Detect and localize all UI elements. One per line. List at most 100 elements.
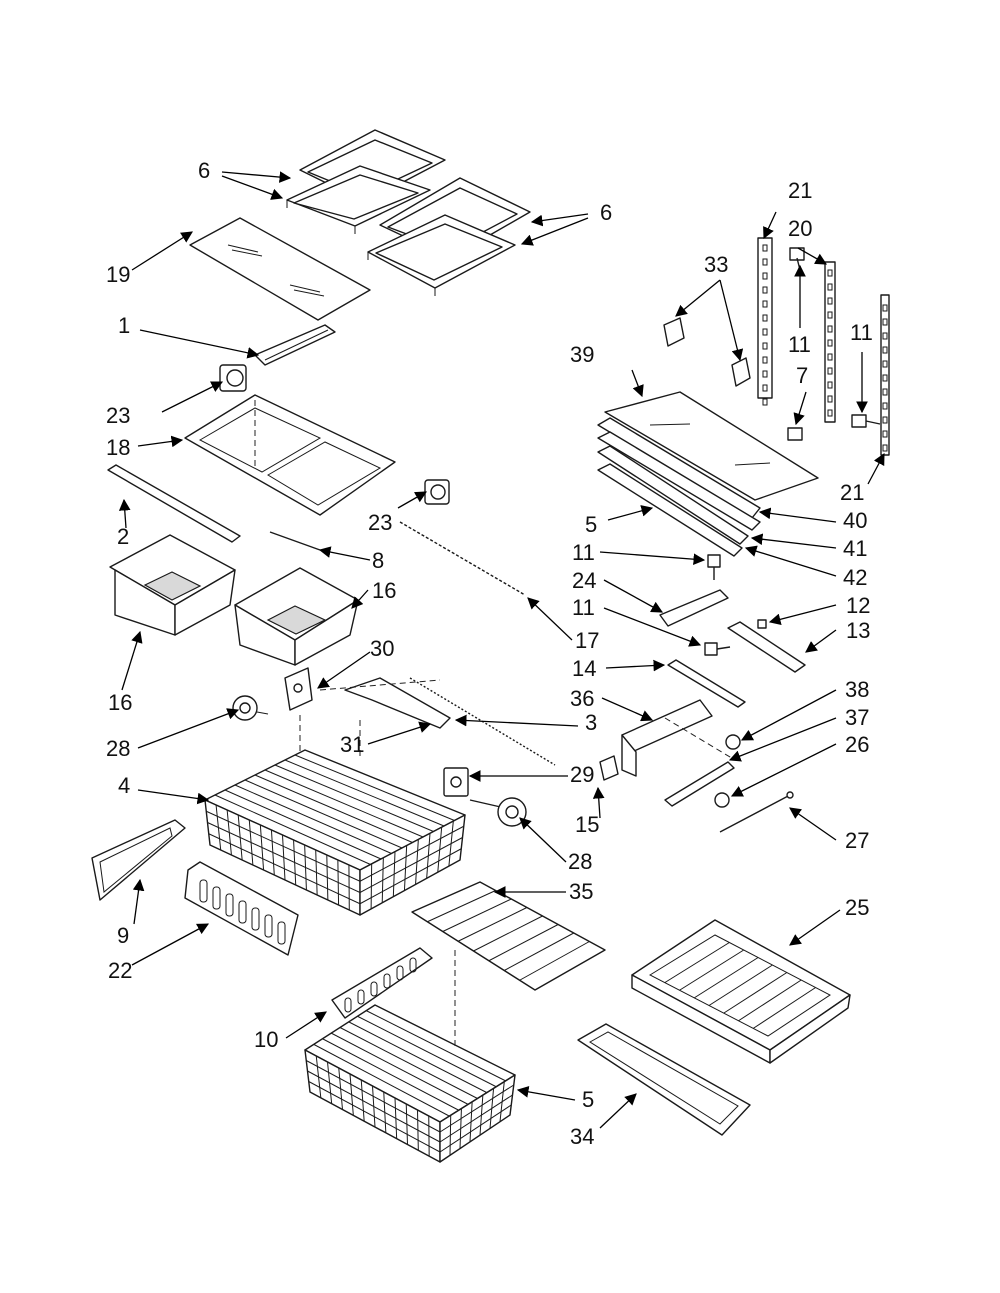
leader-line	[285, 1011, 327, 1039]
rod-8	[269, 531, 321, 551]
wire-strand	[294, 754, 455, 821]
front-slot	[225, 893, 234, 917]
tray-rib	[664, 942, 730, 984]
wire-strand	[439, 1104, 512, 1153]
callout-2: 2	[117, 524, 129, 549]
rail-hole	[827, 297, 833, 305]
screw-11-c	[707, 554, 721, 580]
crisper-drawer-right	[234, 567, 359, 666]
callout-29: 29	[570, 762, 594, 787]
front-slot	[277, 921, 286, 945]
wire-strand	[224, 789, 382, 860]
gear-right	[469, 797, 527, 827]
leader-line	[797, 247, 828, 265]
leader-line	[719, 279, 744, 362]
clip-15	[599, 755, 619, 781]
wire-strand	[307, 1070, 441, 1143]
callout-25: 25	[845, 895, 869, 920]
leader-line	[607, 505, 654, 521]
leader-line	[139, 329, 260, 359]
wire-27	[719, 791, 794, 833]
shelf-trim-40-41	[597, 417, 761, 557]
rail-hole	[827, 409, 833, 417]
front-slot	[264, 914, 273, 938]
rail-hole	[762, 314, 768, 322]
callout-16-right: 16	[372, 578, 396, 603]
leader-line	[601, 697, 654, 722]
wire-strand	[306, 1060, 441, 1133]
rail-hole	[762, 328, 768, 336]
leader-line	[758, 507, 837, 523]
callout-14: 14	[572, 656, 596, 681]
callout-6-left: 6	[198, 158, 210, 183]
callout-labels: 6 6 19 1 23 18 2 23 8 16 16 17 30 28 3 3…	[106, 158, 873, 1149]
leader-line	[318, 546, 371, 561]
wire-strand	[439, 1094, 513, 1143]
leader-line	[317, 651, 371, 689]
callout-28-right: 28	[568, 849, 592, 874]
shelf-slide	[254, 324, 336, 366]
rod-17	[399, 521, 526, 596]
callout-7: 7	[796, 363, 808, 388]
callout-15: 15	[575, 812, 599, 837]
front-slot	[251, 907, 260, 931]
callout-11-c: 11	[572, 540, 595, 565]
wire-strand	[284, 759, 445, 827]
leader-line	[675, 279, 721, 317]
leader-line	[867, 452, 885, 485]
callout-21-bottom: 21	[840, 480, 864, 505]
front-slot	[357, 989, 365, 1005]
slide-arm-31	[319, 677, 451, 729]
rail-hole	[882, 346, 888, 354]
callout-16-left: 16	[108, 690, 132, 715]
rack-slat	[427, 890, 496, 923]
leader-lines	[118, 171, 885, 1129]
rail-hole	[827, 325, 833, 333]
callout-11-d: 11	[572, 595, 595, 620]
callout-19: 19	[106, 262, 130, 287]
callout-36: 36	[570, 686, 594, 711]
callout-27: 27	[845, 828, 869, 853]
callout-37: 37	[845, 705, 869, 730]
front-slot	[199, 879, 208, 903]
rail-hole	[882, 430, 888, 438]
tray-rib	[752, 987, 816, 1029]
rail-hole	[827, 367, 833, 375]
clip-33-b	[731, 357, 751, 387]
rail-hole	[762, 244, 768, 252]
leader-line	[519, 817, 567, 863]
wire-strand	[366, 1010, 506, 1082]
callout-28-left: 28	[106, 736, 130, 761]
rail-hole	[882, 304, 888, 312]
rail-hole	[827, 381, 833, 389]
callout-34: 34	[570, 1124, 594, 1149]
rail-hole	[827, 339, 833, 347]
tray-rib	[679, 949, 745, 991]
leader-line	[599, 1093, 637, 1129]
leader-line	[118, 498, 131, 529]
callout-30: 30	[370, 636, 394, 661]
rack-slat	[473, 915, 543, 952]
wire-strand	[357, 1015, 497, 1088]
callout-11-b: 11	[850, 320, 873, 345]
tray-rib	[723, 972, 788, 1014]
leader-line	[131, 231, 193, 271]
leader-line	[763, 211, 777, 240]
wire-strand	[254, 774, 413, 843]
rail-hole	[827, 269, 833, 277]
rail-hole	[827, 283, 833, 291]
front-slot	[370, 981, 378, 997]
front-slot	[409, 957, 417, 973]
ice-tray-25	[631, 919, 851, 1064]
callout-38: 38	[845, 677, 869, 702]
rack-slat	[488, 924, 559, 962]
wire-strand	[274, 764, 434, 832]
glass-shelf	[189, 217, 371, 321]
front-slot	[344, 997, 352, 1013]
slide-end-cap-left	[219, 364, 247, 392]
wire-strand	[313, 1043, 450, 1117]
leader-line	[367, 721, 432, 745]
wire-strand	[244, 779, 403, 849]
leader-line	[137, 708, 240, 749]
wire-strand	[234, 784, 392, 854]
